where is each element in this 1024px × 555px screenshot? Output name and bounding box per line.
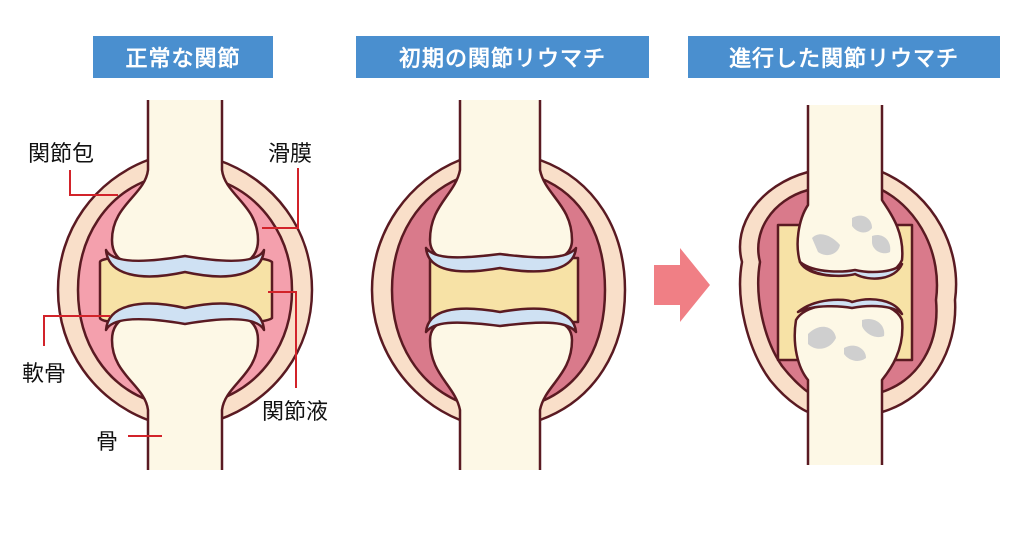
bone-erosions	[808, 215, 891, 361]
label-bone: 骨	[96, 430, 119, 455]
leader-cartilage	[43, 315, 110, 346]
advanced-ra-lower-cartilage	[796, 298, 904, 316]
early-ra-lower-cartilage	[424, 307, 578, 334]
title-advanced-ra: 進行した関節リウマチ	[688, 36, 1000, 78]
erosion-upper-mid	[852, 215, 872, 233]
label-cartilage: 軟骨	[22, 362, 67, 387]
title-early-ra: 初期の関節リウマチ	[356, 36, 649, 78]
advanced-ra-joint	[738, 105, 958, 465]
erosion-upper-left	[812, 234, 840, 256]
erosion-lower-right	[862, 318, 885, 338]
label-leaders	[43, 168, 299, 437]
normal-joint	[56, 100, 314, 470]
erosion-lower-left	[808, 326, 836, 349]
label-synovium: 滑膜	[268, 142, 313, 167]
early-ra-joint	[370, 100, 627, 470]
label-fluid: 関節液	[262, 400, 329, 425]
progression-arrow	[654, 248, 710, 322]
leader-fluid	[268, 291, 297, 388]
label-capsule: 関節包	[28, 142, 95, 167]
leader-capsule	[69, 170, 118, 196]
title-normal-joint: 正常な関節	[93, 36, 273, 78]
advanced-ra-upper-cartilage	[798, 260, 904, 280]
erosion-upper-right	[872, 234, 891, 254]
leader-synovium	[262, 168, 299, 229]
normal-joint-lower-cartilage	[104, 302, 266, 332]
normal-joint-upper-cartilage	[104, 248, 266, 278]
erosion-lower-mid	[844, 345, 866, 361]
early-ra-upper-cartilage	[424, 246, 578, 273]
